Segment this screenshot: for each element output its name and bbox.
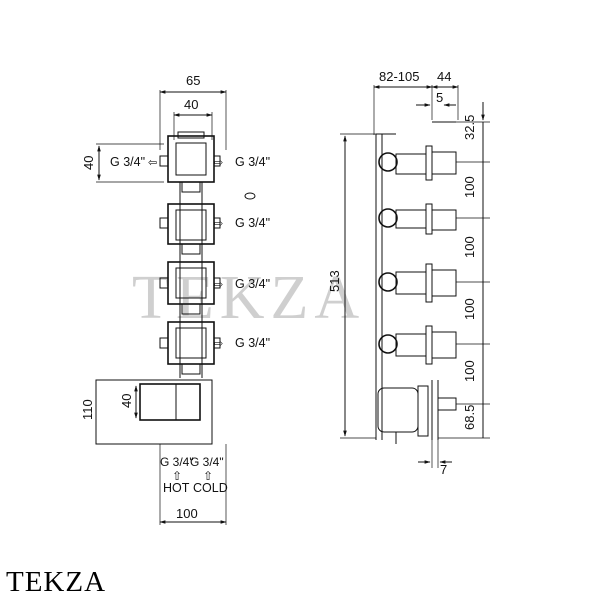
port-arrow-icon: ⇨ xyxy=(214,157,223,169)
dim-right-1: 32.5 xyxy=(462,115,477,140)
dim-side-5: 5 xyxy=(436,90,443,105)
dim-right-5: 100 xyxy=(462,360,477,382)
dim-right-3: 100 xyxy=(462,236,477,258)
side-valve-2 xyxy=(378,203,457,235)
dim-right-4: 100 xyxy=(462,298,477,320)
bottom-label-hot: HOT xyxy=(163,481,190,495)
dim-front-bottom: 100 xyxy=(176,506,198,521)
port-arrow-icon: ⇦ xyxy=(148,157,157,169)
side-valve-3 xyxy=(378,263,457,303)
port-label-left-1: G 3/4" xyxy=(110,155,145,169)
dim-front-box-inner: 40 xyxy=(119,394,134,408)
dim-front-width: 65 xyxy=(186,73,200,88)
bottom-label-cold: COLD xyxy=(193,481,228,495)
port-arrow-icon: ⇨ xyxy=(214,338,223,350)
dim-side-total: 513 xyxy=(327,270,342,292)
bottom-port-hot: G 3/4" xyxy=(160,455,194,469)
side-valve-1 xyxy=(378,121,457,181)
valve-block-3 xyxy=(159,261,221,315)
dim-side-bottom: 7 xyxy=(440,462,447,477)
dim-front-inner: 40 xyxy=(184,97,198,112)
bottom-port-cold: G 3/4" xyxy=(190,455,224,469)
dim-front-box-height: 110 xyxy=(80,399,95,420)
port-label-right-3: G 3/4" xyxy=(235,277,270,291)
arrow-up-icon: ⇧ xyxy=(203,469,213,483)
side-valve-4 xyxy=(378,325,457,365)
front-view: 65 40 40 xyxy=(80,73,270,525)
valve-block-2 xyxy=(159,203,221,255)
port-label-right-1: G 3/4" xyxy=(235,155,270,169)
dim-right-2: 100 xyxy=(462,176,477,198)
port-arrow-icon: ⇨ xyxy=(214,218,223,230)
side-mixer-body xyxy=(377,380,457,444)
port-label-right-2: G 3/4" xyxy=(235,216,270,230)
dim-front-side: 40 xyxy=(81,156,96,170)
port-label-right-4: G 3/4" xyxy=(235,336,270,350)
brand-logo-text: TEKZA xyxy=(6,566,107,598)
valve-block-4 xyxy=(159,321,221,375)
valve-block-1 xyxy=(159,131,221,193)
dim-right-6: 68.5 xyxy=(462,405,477,430)
dim-side-handle: 44 xyxy=(437,69,451,84)
watermark: TEKZA xyxy=(132,264,365,332)
port-arrow-icon: ⇨ xyxy=(214,279,223,291)
side-view: 82-105 44 5 513 xyxy=(327,69,490,477)
arrow-up-icon: ⇧ xyxy=(172,469,182,483)
dim-side-depth: 82-105 xyxy=(379,69,419,84)
